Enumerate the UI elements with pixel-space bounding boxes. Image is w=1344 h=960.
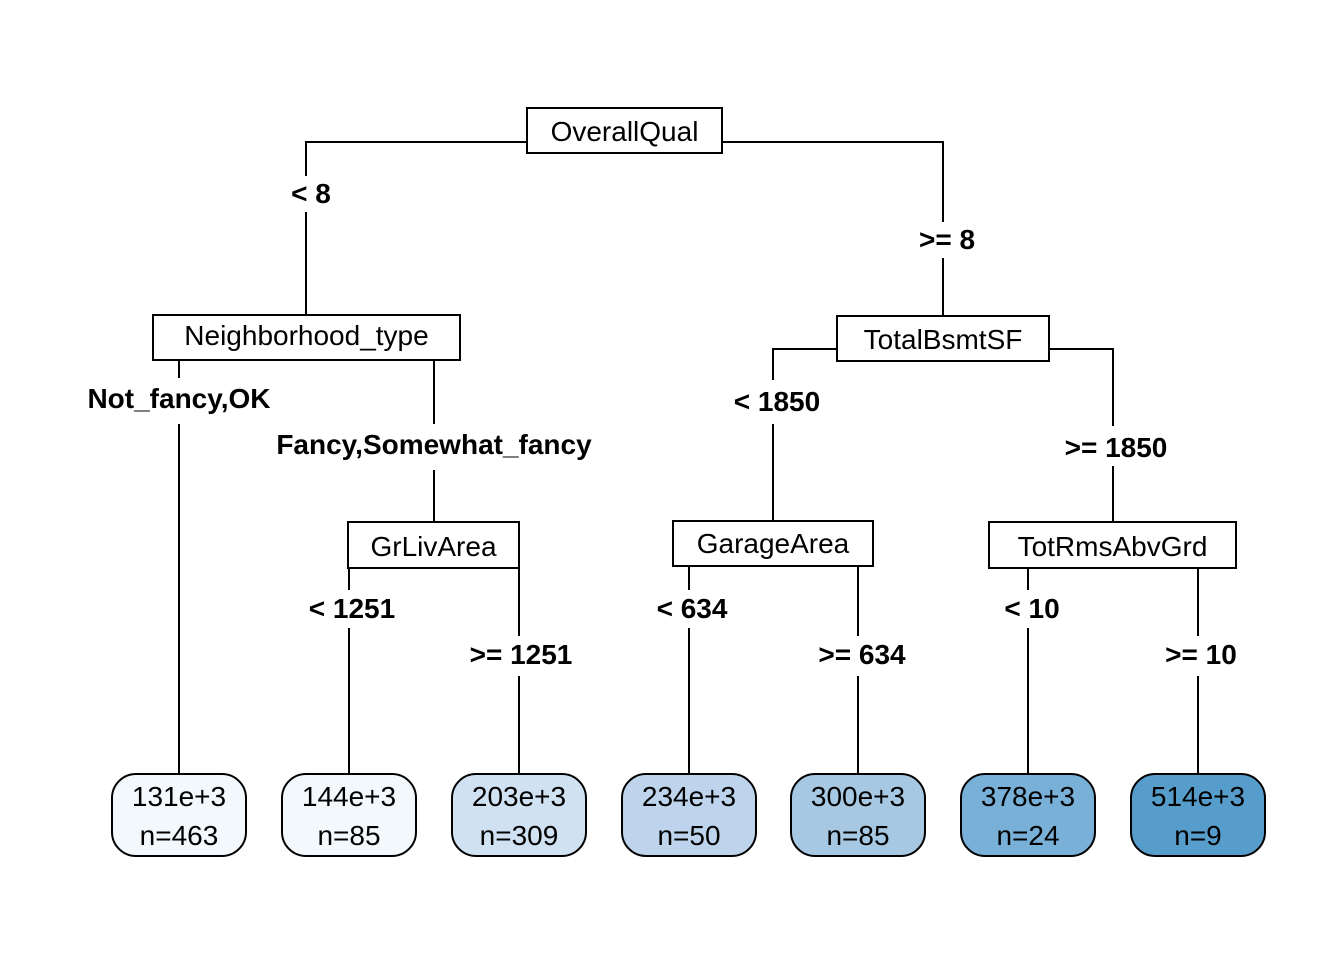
branch-label-grliv-left: < 1251 — [309, 593, 395, 624]
branch-label-neigh-left: Not_fancy,OK — [87, 383, 270, 414]
branch-label-neigh-right: Fancy,Somewhat_fancy — [276, 429, 592, 460]
split-node-totrmsabvgrd: TotRmsAbvGrd — [988, 521, 1237, 569]
split-node-neighborhood-type: Neighborhood_type — [152, 314, 461, 361]
edge-root-right — [722, 141, 944, 222]
leaf-node-4: 234e+3 n=50 — [621, 773, 757, 857]
branch-label-bsmt-left: < 1850 — [734, 386, 820, 417]
leaf-value: 131e+3 — [132, 781, 226, 812]
branch-labels: < 8 >= 8 Not_fancy,OK Fancy,Somewhat_fan… — [87, 178, 1236, 670]
tree-edges — [178, 141, 1199, 774]
leaf-node-6: 378e+3 n=24 — [960, 773, 1096, 857]
split-node-grlivarea: GrLivArea — [347, 521, 520, 569]
split-node-garagearea: GarageArea — [672, 520, 874, 567]
branch-label-garage-left: < 634 — [657, 593, 728, 624]
edge-root-left — [305, 141, 527, 176]
split-label-totalbsmtsf: TotalBsmtSF — [864, 324, 1023, 355]
leaf-node-3: 203e+3 n=309 — [451, 773, 587, 857]
split-node-totalbsmtsf: TotalBsmtSF — [836, 315, 1050, 362]
leaf-count: n=24 — [996, 820, 1059, 851]
split-label-totrmsabvgrd: TotRmsAbvGrd — [1018, 531, 1208, 562]
edge-bsmt-left — [772, 348, 837, 380]
edge-bsmt-right — [1049, 348, 1114, 426]
leaf-count: n=50 — [657, 820, 720, 851]
leaf-value: 144e+3 — [302, 781, 396, 812]
leaf-value: 203e+3 — [472, 781, 566, 812]
split-label-overallqual: OverallQual — [551, 116, 699, 147]
branch-label-root-right: >= 8 — [919, 224, 975, 255]
split-label-neighborhood-type: Neighborhood_type — [184, 320, 428, 351]
branch-label-totrms-right: >= 10 — [1165, 639, 1237, 670]
split-node-overallqual: OverallQual — [526, 107, 723, 154]
branch-label-totrms-left: < 10 — [1004, 593, 1059, 624]
leaf-value: 514e+3 — [1151, 781, 1245, 812]
leaf-node-5: 300e+3 n=85 — [790, 773, 926, 857]
leaf-value: 234e+3 — [642, 781, 736, 812]
leaf-count: n=309 — [480, 820, 559, 851]
split-label-garagearea: GarageArea — [697, 528, 850, 559]
leaf-count: n=463 — [140, 820, 219, 851]
branch-label-grliv-right: >= 1251 — [470, 639, 573, 670]
leaf-node-7: 514e+3 n=9 — [1130, 773, 1266, 857]
leaf-value: 378e+3 — [981, 781, 1075, 812]
branch-label-bsmt-right: >= 1850 — [1065, 432, 1168, 463]
leaf-node-1: 131e+3 n=463 — [111, 773, 247, 857]
leaf-count: n=9 — [1174, 820, 1222, 851]
leaf-node-2: 144e+3 n=85 — [281, 773, 417, 857]
leaf-count: n=85 — [317, 820, 380, 851]
split-label-grlivarea: GrLivArea — [370, 531, 496, 562]
leaf-value: 300e+3 — [811, 781, 905, 812]
branch-label-garage-right: >= 634 — [818, 639, 906, 670]
leaf-count: n=85 — [826, 820, 889, 851]
branch-label-root-left: < 8 — [291, 178, 331, 209]
